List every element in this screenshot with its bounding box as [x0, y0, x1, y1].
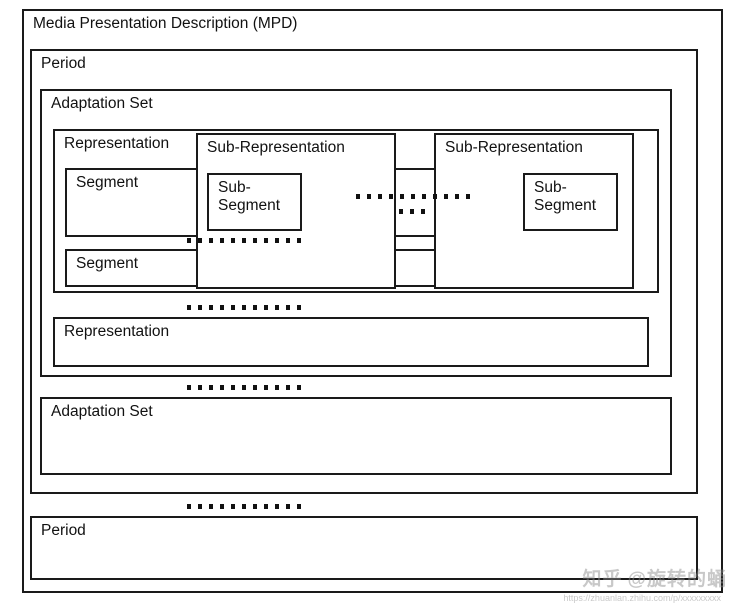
node-sub-segment-2-line2: Segment — [534, 197, 597, 215]
node-period-2: Period — [30, 516, 698, 580]
node-representation-2-label: Representation — [64, 323, 170, 340]
watermark-url: https://zhuanlan.zhihu.com/p/xxxxxxxxx — [563, 593, 721, 603]
ellipsis-between-periods — [187, 504, 304, 509]
node-period-1-label: Period — [41, 55, 86, 72]
node-representation-1-label: Representation — [64, 135, 170, 152]
node-mpd-label: Media Presentation Description (MPD) — [33, 15, 298, 32]
node-segment-1-label: Segment — [76, 174, 139, 191]
node-adaptation-set-1-label: Adaptation Set — [51, 95, 153, 112]
node-sub-segment-1-line2: Segment — [218, 197, 281, 215]
node-segment-2-label: Segment — [76, 255, 139, 272]
ellipsis-between-segments — [187, 238, 304, 243]
ellipsis-between-adaptation-sets — [187, 385, 304, 390]
ellipsis-between-representations — [187, 305, 304, 310]
node-sub-segment-1: Sub-Segment — [207, 173, 302, 231]
node-period-2-label: Period — [41, 522, 86, 539]
node-adaptation-set-2-label: Adaptation Set — [51, 403, 153, 420]
node-sub-segment-2: Sub-Segment — [523, 173, 618, 231]
node-sub-representation-2-label: Sub-Representation — [445, 139, 583, 156]
node-sub-segment-2-label: Sub-Segment — [534, 179, 596, 216]
ellipsis-sub-representation-gap — [356, 194, 474, 199]
node-adaptation-set-2: Adaptation Set — [40, 397, 672, 475]
node-sub-representation-1-label: Sub-Representation — [207, 139, 345, 156]
ellipsis-sub-representation-gap-short — [399, 209, 425, 214]
node-sub-segment-2-line1: Sub- — [534, 179, 567, 196]
node-representation-2: Representation — [53, 317, 649, 367]
node-sub-segment-1-line1: Sub- — [218, 179, 251, 196]
node-sub-segment-1-label: Sub-Segment — [218, 179, 280, 216]
